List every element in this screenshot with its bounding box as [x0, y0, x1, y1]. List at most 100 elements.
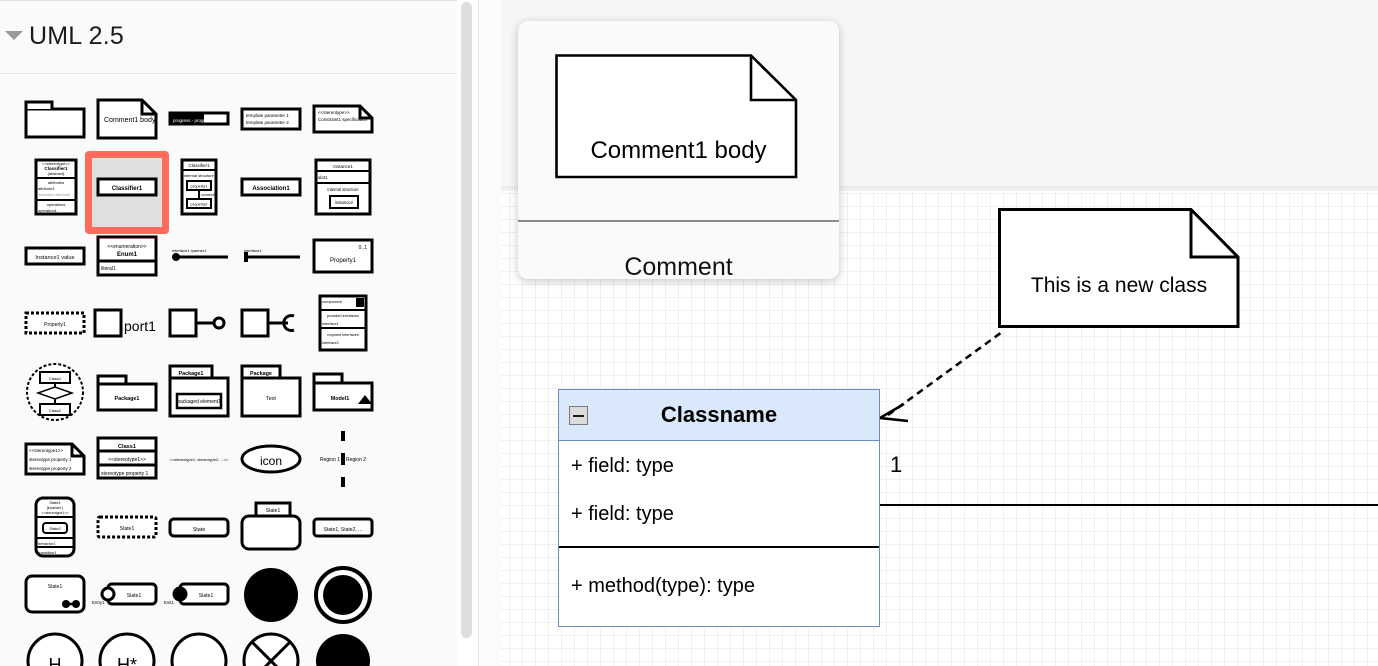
shape-item-state-simple[interactable]: State: [163, 497, 235, 557]
instance-value-icon: Instance1 value: [24, 246, 86, 266]
icon-ellipse-icon: icon: [240, 444, 302, 474]
shape-label: Classifier1: [188, 163, 210, 168]
minus-box-icon[interactable]: [569, 406, 588, 425]
shape-item-provided-interface-ball[interactable]: [163, 293, 235, 353]
shape-item-icon-ellipse[interactable]: icon: [235, 429, 307, 489]
shape-label-2: stereotype property 1: [29, 457, 72, 462]
shape-item-composite-structure-circle[interactable]: Class1 Class2: [19, 362, 91, 422]
shape-item-classifier-simple[interactable]: Classifier1: [91, 157, 163, 217]
shape-item-classifier-full[interactable]: <<stereotype>> Classifier1 {abstract} at…: [19, 157, 91, 217]
shape-label: Association1: [252, 186, 290, 192]
shape-item-package-plain[interactable]: Package1: [91, 362, 163, 422]
shape-item-comment-note[interactable]: Comment1 body: [91, 89, 163, 149]
shape-item-choice-filled[interactable]: [307, 631, 379, 666]
shape-item-model[interactable]: Model1: [307, 362, 379, 422]
required-interface-socket-icon: [240, 308, 295, 338]
stereotype-note-icon: <<stereotype1>> stereotype property 1 st…: [24, 442, 86, 476]
uml-class-shape[interactable]: Classname + field: type + field: type + …: [558, 389, 880, 627]
state-simple-icon: State: [168, 517, 230, 538]
shape-item-initial-node[interactable]: [235, 565, 307, 625]
shape-label: <<stereotype1, stereotype2, ...>>: [170, 457, 230, 462]
shape-item-component[interactable]: component provided interfaces interface1…: [307, 293, 379, 353]
uml-attribute-row[interactable]: + field: type: [571, 503, 674, 525]
shape-label: 0..1: [359, 245, 368, 251]
shape-item-instance-structure[interactable]: Instance1 slot1 internal structure insta…: [307, 157, 379, 217]
shape-item-constraint-note[interactable]: <<stereotype>> Constraint1 specification: [307, 89, 379, 149]
shape-item-stereotype-note[interactable]: <<stereotype1>> stereotype property 1 st…: [19, 429, 91, 489]
shape-label-2: Classifier1: [44, 166, 68, 171]
shape-item-property-dashed[interactable]: Property1: [19, 293, 91, 353]
shape-item-state-list[interactable]: State1, State2, ...: [307, 497, 379, 557]
uml-attribute-row[interactable]: + field: type: [571, 455, 674, 477]
shape-item-state-exit[interactable]: Exit1 State1: [163, 565, 235, 625]
panel-splitter[interactable]: [479, 0, 972, 666]
shape-item-enumeration[interactable]: <<enumeration>> Enum1 literal1: [91, 226, 163, 286]
constraint-note-icon: <<stereotype>> Constraint1 specification: [312, 104, 374, 134]
shape-item-region-divider[interactable]: Region 1 Region 2: [307, 429, 379, 489]
uml-class-header[interactable]: Classname: [559, 390, 879, 441]
uml-operation-row[interactable]: + method(type): type: [571, 575, 755, 597]
chevron-down-icon[interactable]: [5, 31, 23, 40]
shape-item-instance-value[interactable]: Instance1 value: [19, 226, 91, 286]
shape-item-stereotype-class[interactable]: Class1 <<stereotype1>> stereotype proper…: [91, 429, 163, 489]
shape-item-deep-history[interactable]: H*: [91, 631, 163, 666]
shape-item-terminate-node[interactable]: [235, 631, 307, 666]
shape-item-interface-provided[interactable]: interface1 ipartner1: [163, 226, 235, 286]
shape-label: State1, State2, ...: [324, 527, 363, 533]
shape-item-final-node[interactable]: [307, 565, 379, 625]
dependency-link[interactable]: [870, 320, 1010, 430]
property-dashed-icon: Property1: [24, 311, 86, 335]
shape-label: Package: [250, 371, 272, 377]
shape-item-package-with-element[interactable]: Package1 packaged element1: [163, 362, 235, 422]
shape-label-5: interface2: [322, 341, 339, 345]
shape-item-state-composite[interactable]: State1 [invariant ] <<stereotype1>> Stat…: [19, 496, 91, 558]
shape-label: icon: [260, 454, 282, 468]
page-title: UML 2.5: [29, 22, 124, 50]
shape-item-package-text[interactable]: Package Text: [235, 362, 307, 422]
canvas-note-shape[interactable]: This is a new class: [998, 208, 1240, 328]
shape-item-interface-required[interactable]: interface1: [235, 226, 307, 286]
shape-item-required-interface-socket[interactable]: [235, 293, 307, 353]
shape-item-shallow-history[interactable]: H: [19, 631, 91, 666]
shape-label-2: template parameter 2: [246, 120, 289, 125]
sidebar-scrollbar[interactable]: [461, 2, 472, 638]
shape-item-port[interactable]: port1: [91, 293, 163, 353]
package-with-element-icon: Package1 packaged element1: [168, 364, 230, 418]
sidebar-edge: [478, 0, 479, 666]
stereotype-class-icon: Class1 <<stereotype1>> stereotype proper…: [96, 436, 158, 480]
shape-item-association-class[interactable]: Association1: [235, 157, 307, 217]
note-shape-icon: [998, 208, 1240, 328]
shape-label: Region 1: [320, 457, 340, 463]
shape-item-state-exitpoint[interactable]: State1: [19, 565, 91, 625]
shape-item-classifier-internal-structure[interactable]: Classifier1 internal structure property1…: [163, 157, 235, 217]
shape-item-junction-hollow[interactable]: [163, 631, 235, 666]
sidebar-section-header[interactable]: UML 2.5: [0, 1, 457, 74]
shape-label-2: Constraint1 specification: [318, 117, 368, 122]
shape-item-property-multiplicity[interactable]: 0..1 Property1: [307, 226, 379, 286]
shape-label-2: Property1: [330, 258, 357, 264]
shape-item-progress-bar[interactable]: progress - progress: [163, 89, 235, 149]
shape-label: State1: [266, 508, 281, 514]
component-icon: component provided interfaces interface1…: [318, 294, 368, 352]
shape-label: <<enumeration>>: [107, 244, 147, 250]
shape-label: State1: [120, 526, 135, 532]
shape-label: Entry1: [92, 600, 105, 605]
package-frame-icon: [24, 100, 86, 139]
shape-label: component: [322, 299, 343, 304]
shape-item-state-entry[interactable]: Entry1 State1: [91, 565, 163, 625]
shape-item-state-dashed[interactable]: State1: [91, 497, 163, 557]
shape-item-package-frame[interactable]: [19, 89, 91, 149]
shapes-sidebar: UML 2.5 Comment1 body: [0, 0, 457, 666]
shape-item-template-parameters[interactable]: template parameter 1 template parameter …: [235, 89, 307, 149]
shape-label-8: operation1: [38, 208, 58, 213]
deep-history-icon: H*: [98, 632, 156, 666]
shape-label: State: [193, 527, 206, 533]
shape-item-stereotype-label[interactable]: <<stereotype1, stereotype2, ...>>: [163, 429, 235, 489]
association-edge[interactable]: [880, 504, 1378, 506]
shape-label: State1: [48, 584, 63, 590]
preview-note-text: Comment1 body: [590, 137, 767, 164]
shape-label-2: packaged element1: [177, 399, 221, 405]
shape-label-2: internal structure: [184, 173, 215, 178]
shape-label: H: [49, 655, 62, 666]
shape-item-state-tabbed[interactable]: State1: [235, 497, 307, 557]
